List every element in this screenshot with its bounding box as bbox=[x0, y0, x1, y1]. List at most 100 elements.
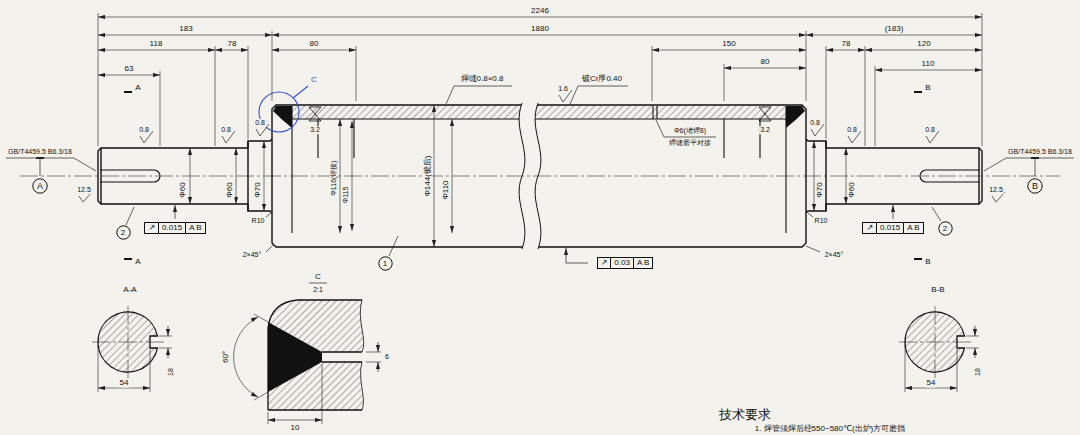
view-title: C bbox=[314, 273, 322, 282]
detail-view bbox=[268, 300, 364, 410]
dimension-text: 120 bbox=[916, 40, 931, 49]
roughness-value: 0.8 bbox=[924, 126, 936, 134]
weld-fill bbox=[273, 106, 805, 128]
dimension-lines bbox=[272, 50, 356, 51]
roughness-value: 0.8 bbox=[809, 119, 821, 127]
chamfer-dimension: 2×45° bbox=[824, 251, 845, 259]
datum-reference: A B bbox=[633, 258, 652, 268]
callout-circle-outline bbox=[938, 221, 951, 234]
dimension-lines bbox=[98, 388, 150, 389]
section-letter: A bbox=[134, 84, 141, 93]
section-letter: A bbox=[134, 258, 141, 267]
arrow-leaders bbox=[566, 248, 588, 263]
extension-lines bbox=[98, 13, 982, 424]
dimension-lines bbox=[434, 105, 435, 247]
hardness-symbols bbox=[759, 107, 771, 121]
dimension-text: 18 bbox=[167, 367, 175, 377]
dimension-text: 2246 bbox=[530, 7, 550, 16]
tolerance-symbol: ↗ bbox=[145, 223, 158, 233]
section-letter: B bbox=[924, 84, 931, 93]
leader-lines bbox=[126, 207, 941, 256]
leader-lines bbox=[570, 86, 628, 104]
leader-lines bbox=[6, 158, 96, 171]
diameter-dimension: Φ70 bbox=[816, 181, 825, 198]
extension-lines bbox=[98, 345, 957, 392]
dimension-text: (183) bbox=[884, 25, 905, 34]
callout-circle-outline bbox=[33, 179, 47, 193]
callout-number: 1 bbox=[378, 256, 393, 271]
view-title: A-A bbox=[122, 286, 137, 295]
diameter-dimension: Φ60 bbox=[848, 181, 857, 198]
detail-letter: C bbox=[310, 76, 318, 85]
diameter-dimension: Φ144(镀后) bbox=[424, 154, 433, 197]
section-letter: B bbox=[924, 258, 931, 267]
section-views bbox=[905, 312, 964, 372]
callout-number: 2 bbox=[938, 221, 953, 236]
dimension-text: 6 bbox=[384, 353, 390, 361]
note-text: 焊缝0.8×0.8 bbox=[460, 75, 505, 84]
dimension-text: 110 bbox=[921, 60, 936, 69]
dimension-text: 18 bbox=[974, 367, 982, 377]
callout-text: 1 bbox=[378, 256, 393, 271]
hardness-value: 3.2 bbox=[759, 126, 771, 134]
wall-section-hatch bbox=[292, 106, 786, 119]
roughness-symbols bbox=[79, 90, 1005, 202]
callout-text: 2 bbox=[938, 221, 953, 236]
callout-text: A bbox=[32, 178, 48, 194]
callout-circle-outline bbox=[1028, 179, 1042, 193]
tolerance-frame: ↗0.015A B bbox=[862, 222, 923, 234]
dimension-text: 1880 bbox=[530, 25, 550, 34]
roughness-value: 0.8 bbox=[138, 126, 150, 134]
roughness-value: 0.8 bbox=[846, 126, 858, 134]
tolerance-value: 0.015 bbox=[876, 223, 903, 233]
roughness-value: 0.8 bbox=[220, 126, 232, 134]
section-markers bbox=[124, 92, 922, 259]
roughness-value: 0.8 bbox=[254, 119, 266, 127]
tolerance-symbol: ↗ bbox=[863, 223, 876, 233]
dimension-text: 10 bbox=[290, 424, 301, 433]
dimension-lines bbox=[905, 388, 957, 389]
dimension-lines bbox=[236, 148, 237, 204]
center-hole-note: GB/T4459.5 B6.3/18 bbox=[7, 148, 73, 156]
detail-circle bbox=[293, 86, 308, 98]
detail-circle bbox=[259, 86, 308, 132]
datum-circle: A bbox=[32, 178, 48, 194]
leader-lines bbox=[446, 86, 512, 104]
dimension-lines bbox=[215, 50, 248, 51]
callout-number: 2 bbox=[116, 225, 131, 240]
view-scale: 2:1 bbox=[312, 286, 324, 294]
dimension-text: 80 bbox=[309, 40, 320, 49]
tolerance-value: 0.03 bbox=[610, 258, 633, 268]
note-text: 1. 焊管须焊后经550~580℃(出炉)方可磨挡 bbox=[754, 425, 907, 434]
view-title: B-B bbox=[930, 286, 945, 295]
dimension-lines bbox=[826, 50, 865, 51]
dimension-lines bbox=[234, 317, 258, 397]
dimension-lines bbox=[814, 141, 815, 211]
dimension-text: 78 bbox=[227, 40, 238, 49]
arrow-leaders bbox=[168, 326, 169, 336]
dimension-lines bbox=[272, 35, 806, 36]
dimension-text: 80 bbox=[760, 58, 771, 67]
extension-lines bbox=[366, 352, 381, 362]
center-hole-note: GB/T4459.5 B6.3/18 bbox=[1007, 148, 1073, 156]
dimension-lines bbox=[452, 119, 453, 233]
dimension-text: 183 bbox=[178, 25, 193, 34]
arrow-leaders bbox=[168, 348, 169, 358]
hardness-symbols bbox=[309, 107, 321, 121]
diameter-dimension: Φ110 bbox=[442, 179, 451, 200]
center-lines bbox=[899, 306, 971, 378]
dimension-lines bbox=[98, 17, 982, 18]
arrow-leaders bbox=[175, 205, 176, 219]
arrow-leaders bbox=[975, 348, 976, 358]
dimension-text: 54 bbox=[119, 379, 130, 388]
leader-lines bbox=[266, 213, 820, 252]
dimension-text: 150 bbox=[721, 40, 736, 49]
leader-lines bbox=[309, 283, 327, 284]
leader-lines bbox=[6, 86, 1074, 283]
leader-lines bbox=[40, 158, 1035, 176]
dimension-lines bbox=[340, 119, 341, 233]
callout-circle-outline bbox=[378, 256, 391, 269]
radius-dimension: R10 bbox=[814, 217, 829, 225]
diameter-dimension: Φ115 bbox=[342, 186, 350, 205]
